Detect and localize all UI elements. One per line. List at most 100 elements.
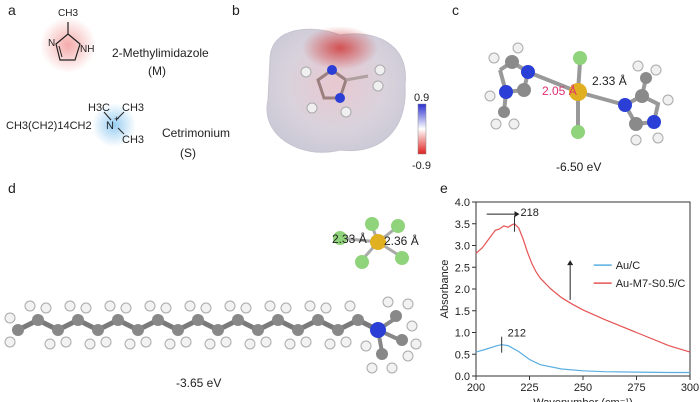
n-methyl-bond-right — [117, 127, 125, 135]
methylimidazole-name: 2-Methylimidazole — [112, 46, 209, 60]
shift-arrow-head — [514, 211, 520, 218]
c-h-atom-8 — [662, 94, 674, 106]
quaternary-nitrogen: N — [106, 120, 114, 132]
c-c-atom-4 — [629, 117, 643, 131]
cetrimonium-abbr: (S) — [180, 146, 196, 160]
d-chain-carbons — [12, 314, 364, 336]
y-tick-label-1: 0.5 — [455, 349, 470, 361]
electrostatic-potential-map — [266, 26, 427, 155]
panel-e-label: e — [440, 180, 448, 196]
c-h-atom-3 — [490, 118, 502, 130]
x-tick-label-1: 225 — [520, 382, 538, 394]
d-cl-atom-5 — [355, 255, 369, 269]
y-tick-label-4: 2.0 — [455, 284, 470, 296]
esp-methyl-bond — [345, 74, 369, 82]
c-h-atom-7 — [650, 64, 662, 76]
panel-c: c 2.05 Å — [450, 0, 700, 180]
esp-hydrogen-3 — [340, 106, 352, 118]
c-bond-length-right: 2.33 Å — [592, 74, 627, 88]
c-c-atom-2 — [517, 83, 531, 97]
methyl-label: CH3 — [58, 8, 79, 19]
d-cl-atom-2 — [365, 217, 379, 231]
x-tick-label-4: 300 — [681, 382, 699, 394]
imidazole-ring — [55, 33, 81, 61]
y-tick-label-8: 4.0 — [455, 197, 470, 209]
d-head-hydrogens — [360, 296, 422, 374]
y-tick-label-2: 1.0 — [455, 328, 470, 340]
c-binding-energy: -6.50 eV — [556, 160, 602, 174]
ch3-low-label: CH3 — [122, 134, 145, 146]
panel-b: b 0 — [230, 0, 450, 180]
c-h-atom-1 — [488, 52, 500, 64]
ring-nh-label: NH — [80, 44, 95, 55]
y-tick-label-5: 2.5 — [455, 262, 470, 274]
d-au-atom — [370, 234, 386, 250]
peak-label-1: 218 — [521, 207, 539, 219]
c-au-atom — [569, 83, 587, 101]
ring-n-label: N — [48, 38, 56, 49]
c-c-atom-5 — [498, 106, 510, 118]
legend-entry-1: Au-M7-S0.5/C — [616, 278, 686, 290]
esp-nitrogen-bottom — [335, 93, 345, 103]
d-binding-energy: -3.65 eV — [176, 376, 222, 390]
cation-glow — [92, 103, 136, 147]
d-bond-length-left: 2.33 Å — [332, 232, 367, 246]
c-c-atom-6 — [640, 72, 652, 84]
y-tick-label-7: 3.5 — [455, 219, 470, 231]
d-cl-atom-1 — [333, 231, 347, 245]
c-cl-atom-bottom — [571, 125, 585, 139]
series-line-1 — [475, 223, 691, 353]
n-methyl-bond-upleft — [103, 111, 112, 121]
esp-nitrogen-top — [327, 65, 337, 75]
ring-double-bond — [58, 45, 63, 58]
c-h-atom-9 — [630, 134, 642, 146]
c-cl-atom-top — [573, 51, 587, 65]
c-h-atom-4 — [508, 118, 520, 130]
c-n-atom-1 — [521, 65, 535, 79]
cetrimonium-name: Cetrimonium — [162, 126, 231, 140]
esp-hydrogen-1 — [300, 66, 312, 78]
panel-d: d — [0, 180, 440, 402]
d-chain-hydrogens — [4, 300, 356, 350]
d-methyl-c-1 — [390, 310, 402, 322]
n-methyl-bond-upright — [115, 111, 125, 121]
x-tick-label-2: 250 — [574, 382, 592, 394]
esp-negative-region — [302, 26, 378, 70]
y-tick-label-3: 1.5 — [455, 306, 470, 318]
c-h-atom-10 — [652, 132, 664, 144]
cetrimonium-chain: CH3(CH2)14CH2 — [6, 120, 92, 132]
y-tick-label-0: 0.0 — [455, 371, 470, 383]
scale-max-label: 0.9 — [414, 92, 430, 104]
x-tick-label-3: 275 — [627, 382, 645, 394]
c-n-atom-4 — [647, 115, 661, 129]
positive-charge-glow — [40, 17, 96, 73]
h3c-label: H3C — [88, 102, 111, 114]
panel-a-label: a — [8, 2, 16, 18]
ch3-right-label: CH3 — [122, 102, 145, 114]
legend-entry-0: Au/C — [616, 260, 641, 272]
x-axis-label: Wavenumber (cm⁻¹) — [533, 397, 633, 402]
y-axis-label: Absorbance — [440, 260, 451, 319]
positive-charge-sign: + — [114, 114, 120, 124]
scale-min-label: -0.9 — [412, 160, 431, 172]
esp-hydrogen-4 — [374, 64, 386, 76]
panel-d-label: d — [8, 180, 16, 196]
c-c-atom-1 — [505, 55, 519, 69]
peak-label-0: 212 — [508, 328, 526, 340]
panel-b-label: b — [232, 2, 240, 18]
c-h-atom-6 — [632, 60, 644, 72]
au-m2-complex-model — [484, 42, 674, 146]
y-tick-label-6: 3.0 — [455, 241, 470, 253]
c-h-atom-2 — [484, 90, 496, 102]
esp-hydrogen-5 — [372, 80, 384, 92]
esp-hydrogen-2 — [306, 102, 318, 114]
esp-color-scale — [417, 103, 427, 155]
c-n-atom-2 — [499, 85, 513, 99]
d-methyl-c-3 — [376, 348, 388, 360]
cetrimonium-aucl-model — [4, 217, 422, 374]
d-cl-atom-4 — [395, 251, 409, 265]
increase-arrow-head — [567, 260, 574, 266]
methylimidazole-structure — [40, 17, 136, 147]
